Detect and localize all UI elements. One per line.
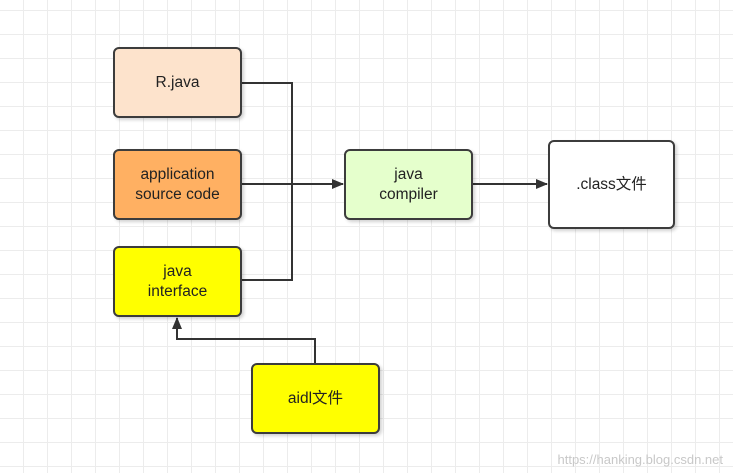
edge-interface-to-compiler: [242, 184, 293, 281]
edge-rjava-to-compiler: [242, 82, 293, 184]
node-java-interface[interactable]: java interface: [113, 246, 242, 317]
node-class-file-label: .class文件: [576, 175, 647, 193]
node-aidl-file[interactable]: aidl文件: [251, 363, 380, 434]
node-application-source-code-label: application source code: [135, 165, 220, 203]
watermark: https://hanking.blog.csdn.net: [557, 452, 723, 467]
node-java-interface-label: java interface: [147, 262, 208, 300]
edge-aidl-to-interface: [172, 317, 316, 363]
node-r-java-label: R.java: [155, 73, 200, 91]
node-aidl-file-label: aidl文件: [287, 389, 344, 407]
node-class-file[interactable]: .class文件: [548, 140, 675, 229]
node-r-java[interactable]: R.java: [113, 47, 242, 118]
node-java-compiler[interactable]: java compiler: [344, 149, 473, 220]
node-application-source-code[interactable]: application source code: [113, 149, 242, 220]
node-java-compiler-label: java compiler: [379, 165, 438, 203]
